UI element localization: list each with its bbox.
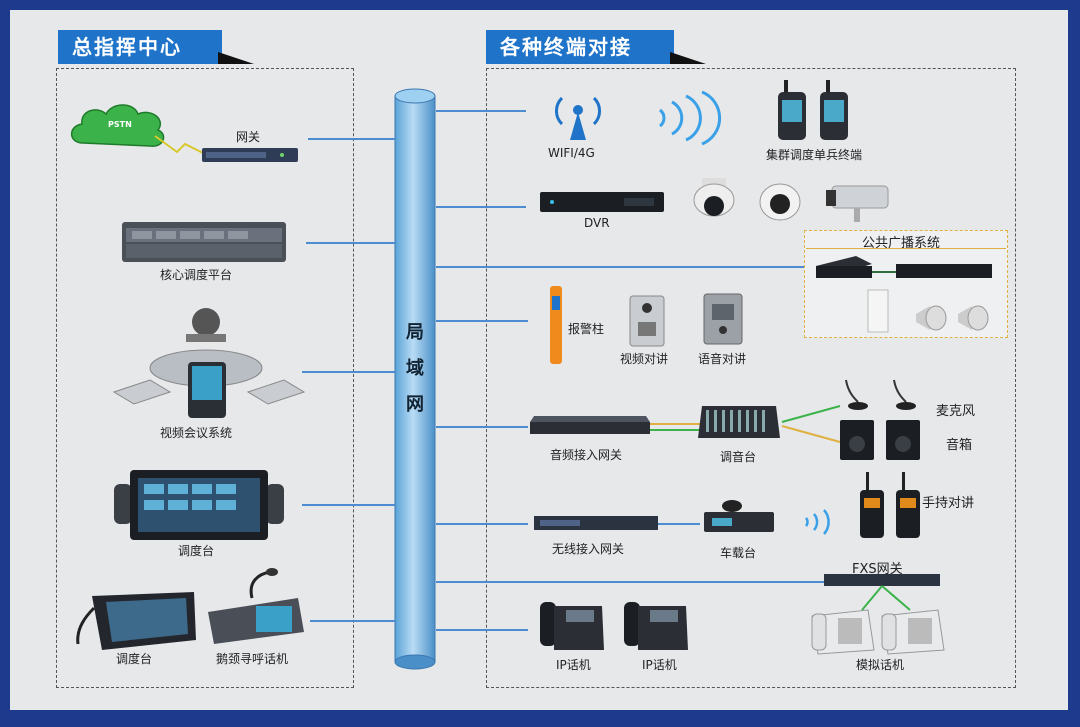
mixer-label: 调音台 [720, 450, 757, 464]
dvr-icon [540, 192, 664, 212]
pstn-label: PSTN [108, 120, 132, 129]
gateway-icon [202, 148, 298, 162]
link-ipphone [436, 629, 528, 631]
core-platform-label: 核心调度平台 [160, 268, 233, 282]
voice-intercom-icon [703, 293, 743, 345]
link-dvr [436, 206, 526, 208]
right-title-tail [670, 52, 706, 64]
video-conference-icon [112, 308, 306, 418]
microphone-label: 麦克风 [936, 404, 976, 419]
analog-phone-label: 模拟话机 [856, 658, 905, 672]
link-pa [436, 266, 806, 268]
wireless-gateway-icon [534, 516, 658, 530]
left-group-box [56, 68, 354, 688]
link-gooseneck [310, 620, 396, 622]
link-wifi [436, 110, 526, 112]
pa-divider [806, 248, 1006, 249]
radio-signal-icon [804, 509, 830, 535]
right-section-title: 各种终端对接 [486, 30, 674, 64]
link-gateway [308, 138, 396, 140]
vehicle-radio-icon [704, 500, 774, 532]
audio-link-lines [650, 423, 700, 431]
alarm-post-icon [550, 286, 562, 364]
ip-phone-1-label: IP话机 [556, 658, 591, 672]
core-server-icon [122, 222, 286, 262]
speaker-label: 音箱 [946, 438, 973, 453]
trunking-label: 集群调度单兵终端 [766, 148, 863, 162]
dispatch-console-icon [114, 470, 284, 540]
link-core [306, 242, 396, 244]
handheld-label: 手持对讲 [922, 496, 975, 511]
link-console [302, 504, 396, 506]
gw-to-vehicle-line [658, 523, 700, 525]
lan-char-1: 局 [406, 322, 424, 343]
link-audio-gw [436, 426, 528, 428]
link-fxs [436, 581, 824, 583]
microphone-icon [845, 379, 916, 410]
dvr-label: DVR [584, 216, 610, 230]
fxs-gateway-icon [824, 574, 940, 611]
dispatch-console-2-icon [76, 592, 196, 650]
wireless-signal-icon [658, 90, 722, 146]
ip-phone-2-icon [624, 602, 688, 650]
handheld-radio-icon [860, 472, 920, 538]
gooseneck-phone-icon [208, 568, 304, 644]
ip-phone-1-icon [540, 602, 604, 650]
analog-phone-icon [811, 609, 945, 655]
fxs-gateway-label: FXS网关 [852, 562, 903, 577]
wifi-label: WIFI/4G [548, 146, 595, 160]
link-alarm [436, 320, 528, 322]
mixer-icon [698, 406, 780, 438]
speaker-icon [840, 420, 920, 460]
gateway-label: 网关 [236, 130, 261, 144]
video-intercom-label: 视频对讲 [620, 352, 669, 366]
pstn-link-bolt [154, 135, 214, 159]
video-conf-label: 视频会议系统 [160, 426, 233, 440]
link-video [302, 371, 396, 373]
audio-gateway-label: 音频接入网关 [550, 448, 623, 462]
link-wireless-gw [436, 523, 528, 525]
pa-system-label: 公共广播系统 [862, 236, 941, 251]
gooseneck-label: 鹅颈寻呼话机 [216, 652, 289, 666]
mixer-output-lines [781, 405, 841, 443]
ip-phone-2-label: IP话机 [642, 658, 677, 672]
right-group-box [486, 68, 1016, 688]
bullet-camera-icon [826, 185, 889, 222]
alarm-post-label: 报警柱 [568, 322, 605, 336]
lan-backbone-pipe [394, 88, 436, 670]
lan-char-3: 网 [406, 394, 424, 415]
left-section-title: 总指挥中心 [58, 30, 222, 64]
audio-gateway-icon [530, 416, 650, 434]
left-title-tail [218, 52, 254, 64]
lan-char-2: 域 [406, 358, 424, 379]
pa-equipment-icon [816, 256, 992, 333]
console-1-label: 调度台 [178, 544, 215, 558]
voice-intercom-label: 语音对讲 [698, 352, 747, 366]
pstn-cloud-icon [70, 104, 165, 147]
video-intercom-icon [629, 295, 665, 347]
dome-camera-icon [759, 183, 801, 221]
ptz-camera-icon [693, 178, 735, 217]
vehicle-radio-label: 车载台 [720, 546, 757, 560]
wireless-gateway-label: 无线接入网关 [552, 542, 625, 556]
wifi-tower-icon [555, 96, 601, 140]
diagram-canvas: 总指挥中心 各种终端对接 局 域 网 PSTN [10, 10, 1068, 710]
console-2-label: 调度台 [116, 652, 153, 666]
trunking-terminal-icon [778, 80, 848, 140]
